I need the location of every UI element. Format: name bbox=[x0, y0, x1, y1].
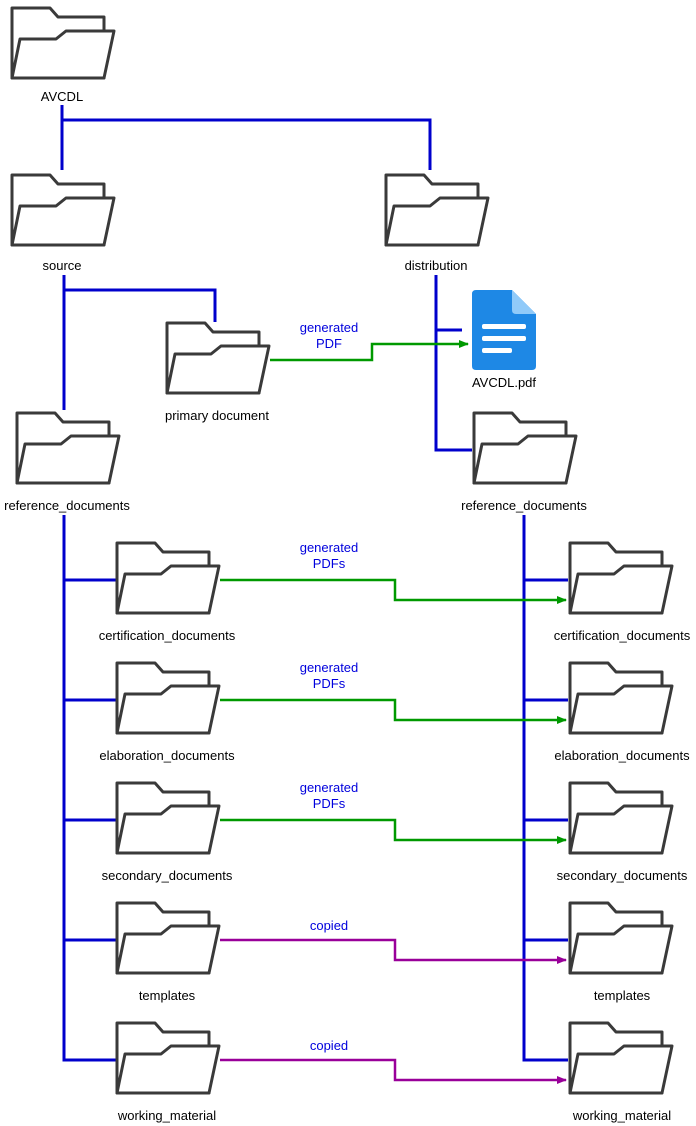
folder-icon-dst-elaboration-documents bbox=[568, 661, 674, 735]
connector-avcdl-distribution bbox=[62, 118, 432, 170]
edge-label-secondary-line1: generated bbox=[300, 780, 359, 795]
arrow-primary-to-pdf bbox=[270, 340, 469, 362]
folder-icon-src-secondary-documents bbox=[115, 781, 221, 855]
folder-icon-avcdl bbox=[10, 6, 116, 80]
copied-arrows bbox=[220, 938, 567, 1084]
file-label-avcdl-pdf: AVCDL.pdf bbox=[472, 375, 536, 390]
arrow-elaboration bbox=[220, 698, 567, 724]
folder-label-source: source bbox=[42, 258, 81, 273]
folder-icon-src-templates bbox=[115, 901, 221, 975]
edge-label-secondary-line2: PDFs bbox=[313, 796, 346, 811]
edge-label-templates: copied bbox=[310, 918, 348, 933]
folder-icon-primary-document bbox=[165, 321, 271, 395]
folder-icon-src-reference-documents bbox=[15, 411, 121, 485]
folder-icon-dst-templates bbox=[568, 901, 674, 975]
folder-label-dst-elaboration-documents: elaboration_documents bbox=[554, 748, 690, 763]
folder-icon-source bbox=[10, 173, 116, 247]
folders bbox=[10, 6, 674, 1095]
connector-distribution-reference-documents bbox=[434, 275, 472, 452]
folder-label-dst-reference-documents: reference_documents bbox=[461, 498, 587, 513]
connector-source-primary-document bbox=[64, 288, 217, 322]
edge-labels: generated PDF generated PDFs generated P… bbox=[300, 320, 359, 1053]
folder-label-dst-secondary-documents: secondary_documents bbox=[557, 868, 688, 883]
folder-label-src-templates: templates bbox=[139, 988, 196, 1003]
folder-label-dst-certification-documents: certification_documents bbox=[554, 628, 691, 643]
arrow-certification bbox=[220, 578, 567, 604]
folder-label-avcdl: AVCDL bbox=[41, 89, 83, 104]
folder-label-src-working-material: working_material bbox=[117, 1108, 216, 1123]
folder-icon-src-working-material bbox=[115, 1021, 221, 1095]
tree-connectors bbox=[60, 105, 568, 1062]
folder-label-dst-templates: templates bbox=[594, 988, 651, 1003]
folder-label-primary-document: primary document bbox=[165, 408, 269, 423]
folder-label-src-reference-documents: reference_documents bbox=[4, 498, 130, 513]
folder-label-distribution: distribution bbox=[405, 258, 468, 273]
folder-icon-distribution bbox=[384, 173, 490, 247]
folder-icon-dst-working-material bbox=[568, 1021, 674, 1095]
arrow-secondary bbox=[220, 818, 567, 844]
folder-label-src-secondary-documents: secondary_documents bbox=[102, 868, 233, 883]
folder-label-dst-working-material: working_material bbox=[572, 1108, 671, 1123]
edge-label-elaboration-line2: PDFs bbox=[313, 676, 346, 691]
folder-icon-src-certification-documents bbox=[115, 541, 221, 615]
edge-label-certification-line1: generated bbox=[300, 540, 359, 555]
edge-label-working-material: copied bbox=[310, 1038, 348, 1053]
edge-label-primary-line2: PDF bbox=[316, 336, 342, 351]
folder-icon-dst-secondary-documents bbox=[568, 781, 674, 855]
folder-labels: AVCDL source distribution primary docume… bbox=[4, 89, 691, 1123]
generated-arrows bbox=[220, 340, 567, 844]
edge-label-elaboration-line1: generated bbox=[300, 660, 359, 675]
edge-label-certification-line2: PDFs bbox=[313, 556, 346, 571]
connector-dst-reference-spine bbox=[522, 515, 568, 1062]
folder-label-src-elaboration-documents: elaboration_documents bbox=[99, 748, 235, 763]
arrow-working-material bbox=[220, 1058, 567, 1084]
edge-label-primary-line1: generated bbox=[300, 320, 359, 335]
folder-icon-dst-reference-documents bbox=[472, 411, 578, 485]
pdf-document-icon bbox=[472, 290, 536, 370]
folder-label-src-certification-documents: certification_documents bbox=[99, 628, 236, 643]
folder-icon-src-elaboration-documents bbox=[115, 661, 221, 735]
folder-icon-dst-certification-documents bbox=[568, 541, 674, 615]
arrow-templates bbox=[220, 938, 567, 964]
connector-src-reference-spine bbox=[62, 515, 116, 1062]
